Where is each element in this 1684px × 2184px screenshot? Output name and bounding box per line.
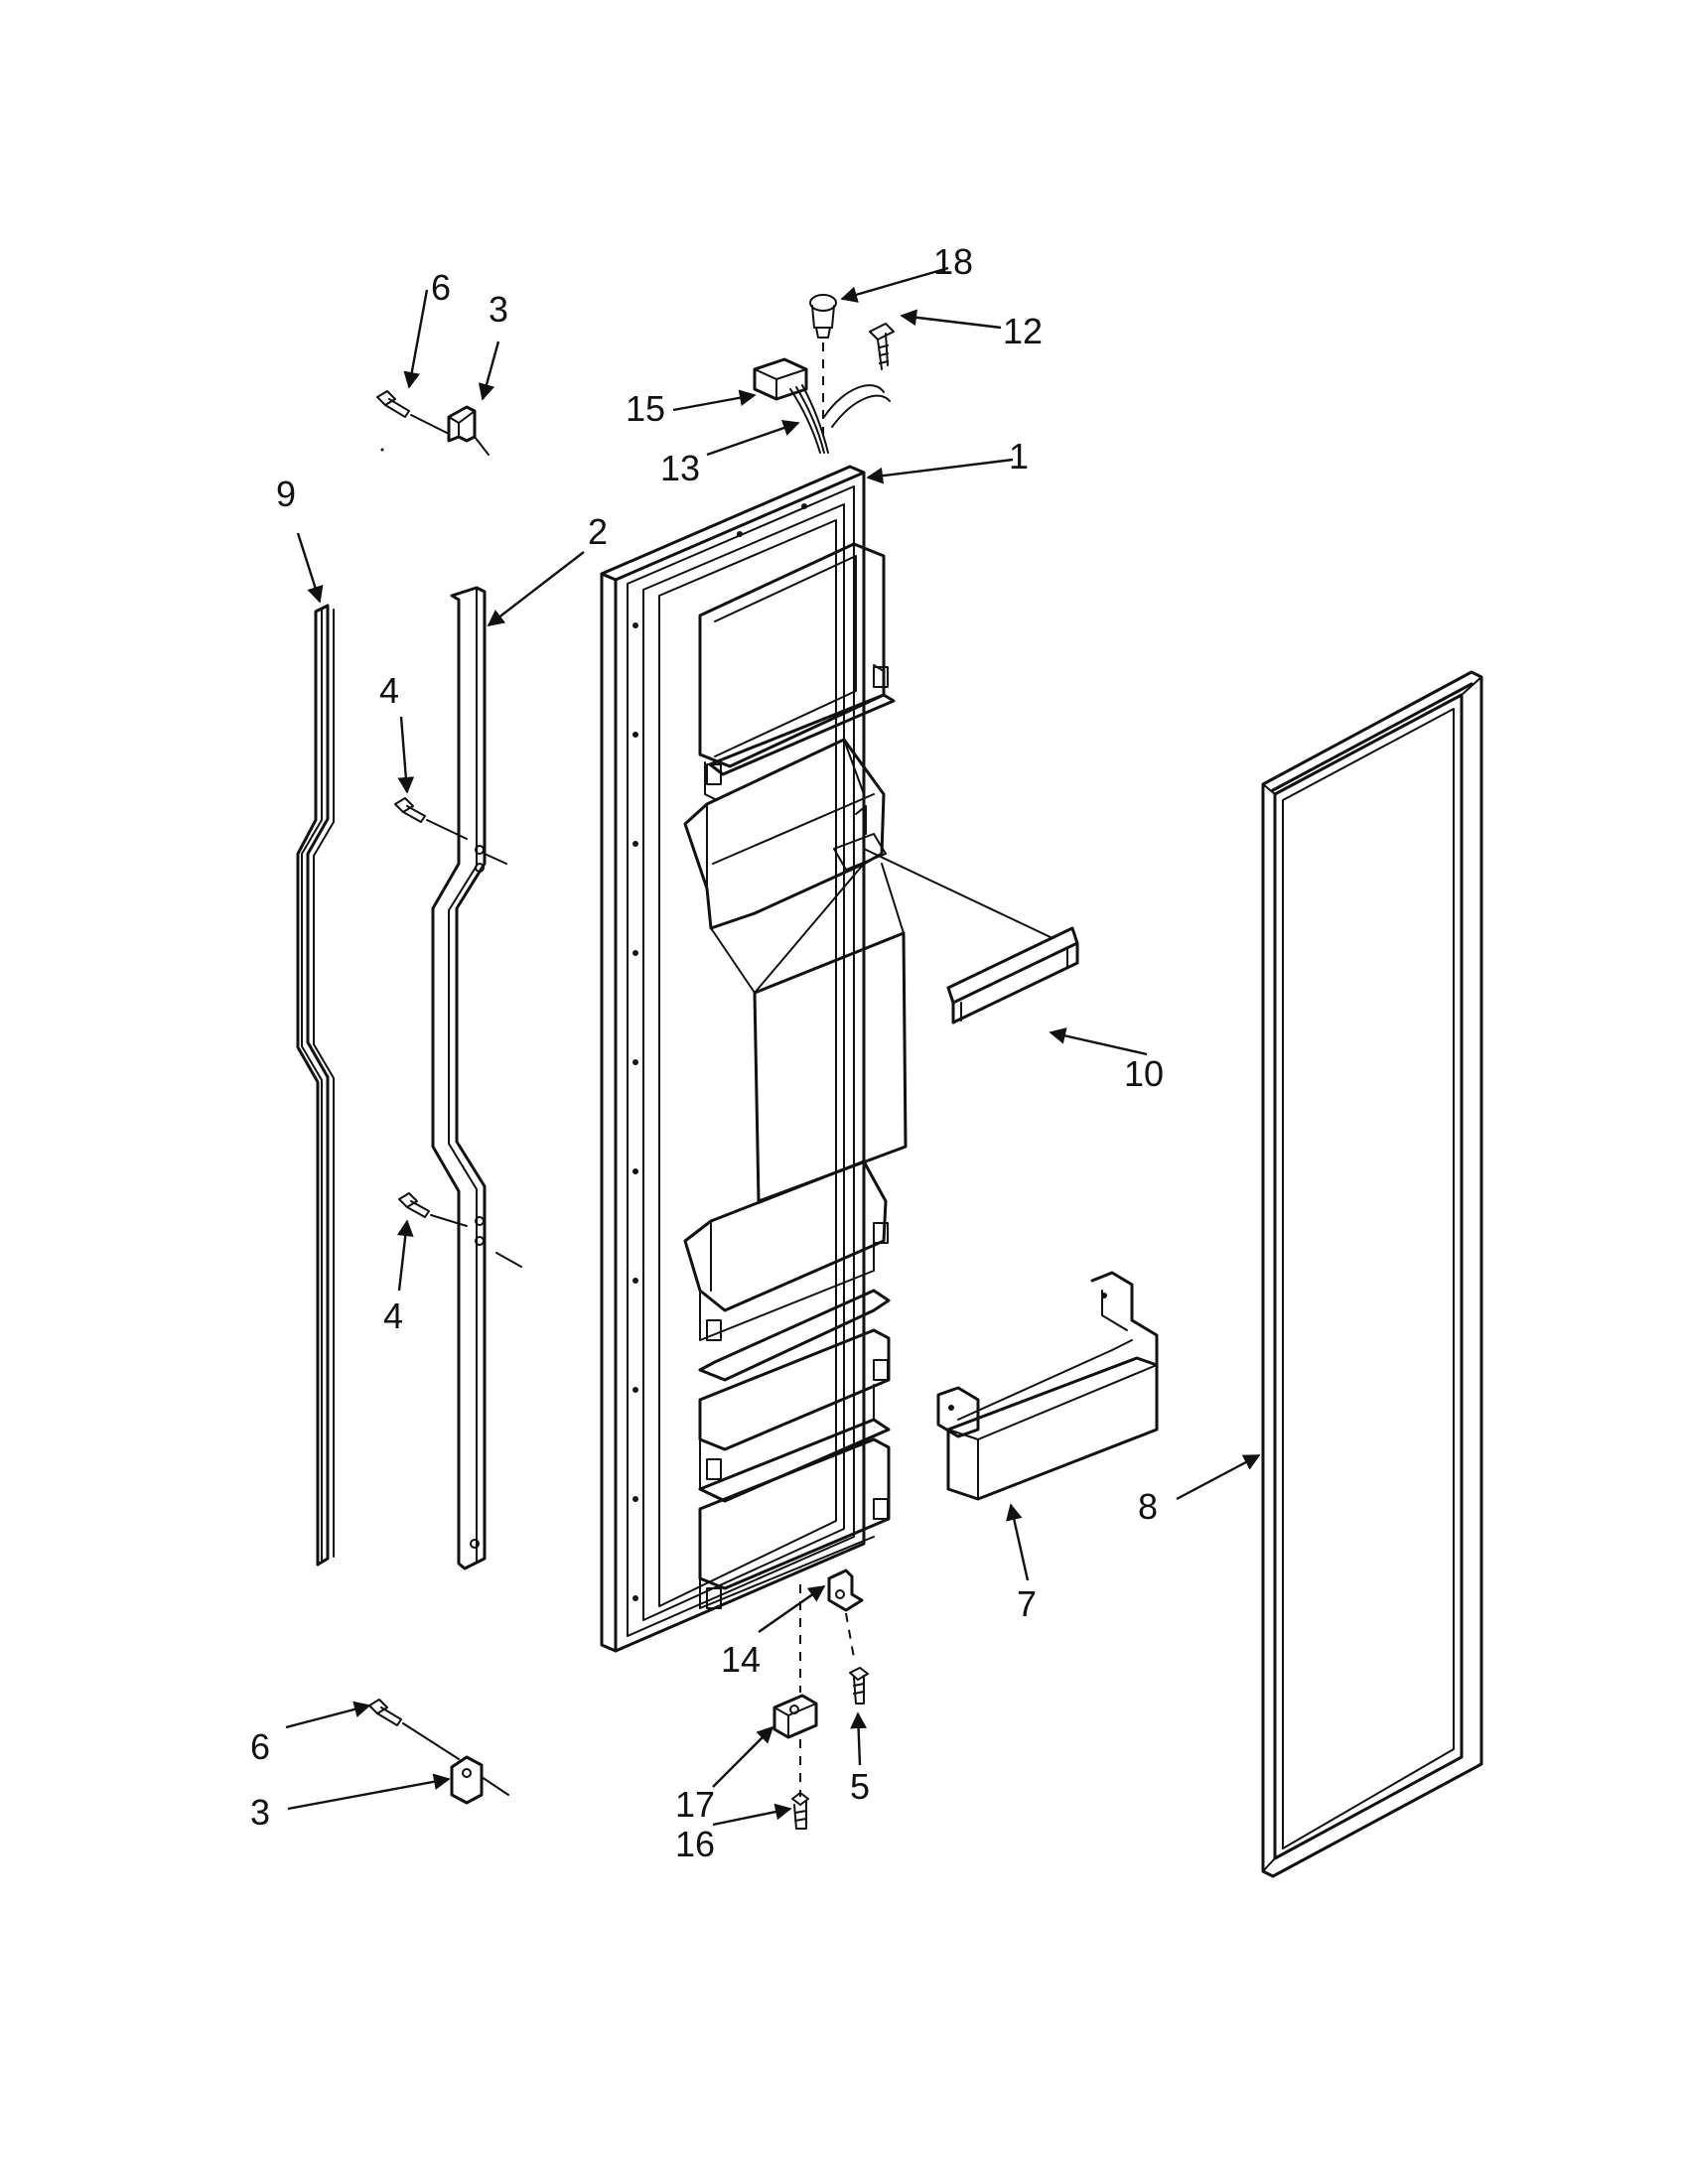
connector-part-15 (753, 357, 808, 401)
trim-strip-part-9 (296, 604, 335, 1567)
door-gasket-part-8 (1261, 670, 1483, 1878)
callout-17: 17 (675, 1784, 715, 1825)
flange-holes (632, 503, 807, 1601)
callout-4-top: 4 (379, 670, 399, 711)
callout-12: 12 (1003, 311, 1043, 351)
callout-10: 10 (1124, 1053, 1164, 1094)
plug-part-18 (809, 294, 837, 437)
trim-part-10 (863, 848, 1079, 1024)
bracket-part-3-bottom (450, 1755, 509, 1805)
callout-9: 9 (276, 474, 296, 514)
callout-6-bottom: 6 (250, 1726, 270, 1767)
screw-part-12 (869, 323, 895, 370)
screw-part-6-top (376, 390, 448, 452)
screw-part-16 (791, 1792, 809, 1830)
wire-harness-part-13 (789, 384, 891, 454)
door-liner-part-1 (600, 465, 908, 1653)
screw-part-6-bottom (368, 1699, 460, 1760)
callout-3-bottom: 3 (250, 1792, 270, 1833)
callout-14: 14 (721, 1639, 761, 1680)
screw-part-4-top (394, 797, 468, 840)
callout-labels: 18 12 15 13 1 2 9 6 3 4 4 10 8 7 14 6 3 … (250, 241, 1164, 1864)
screw-part-4-bottom (398, 1192, 468, 1227)
bin-part-7 (936, 1271, 1159, 1501)
callout-8: 8 (1138, 1486, 1158, 1527)
callout-5: 5 (850, 1766, 870, 1807)
bracket-part-3-top (447, 405, 490, 456)
leader-lines (285, 266, 1261, 1827)
handle-strip-part-2 (431, 586, 522, 1570)
callout-3-top: 3 (489, 289, 508, 330)
callout-4-bottom: 4 (383, 1296, 403, 1336)
callout-18: 18 (933, 241, 973, 282)
callout-15: 15 (626, 388, 665, 429)
callout-13: 13 (660, 448, 700, 488)
screw-part-5 (849, 1667, 869, 1705)
hinge-part-14 (827, 1569, 864, 1659)
callout-1: 1 (1009, 436, 1029, 477)
callout-16: 16 (675, 1824, 715, 1864)
callout-6-top: 6 (431, 267, 451, 308)
callout-7: 7 (1017, 1583, 1037, 1624)
callout-2: 2 (588, 511, 608, 552)
